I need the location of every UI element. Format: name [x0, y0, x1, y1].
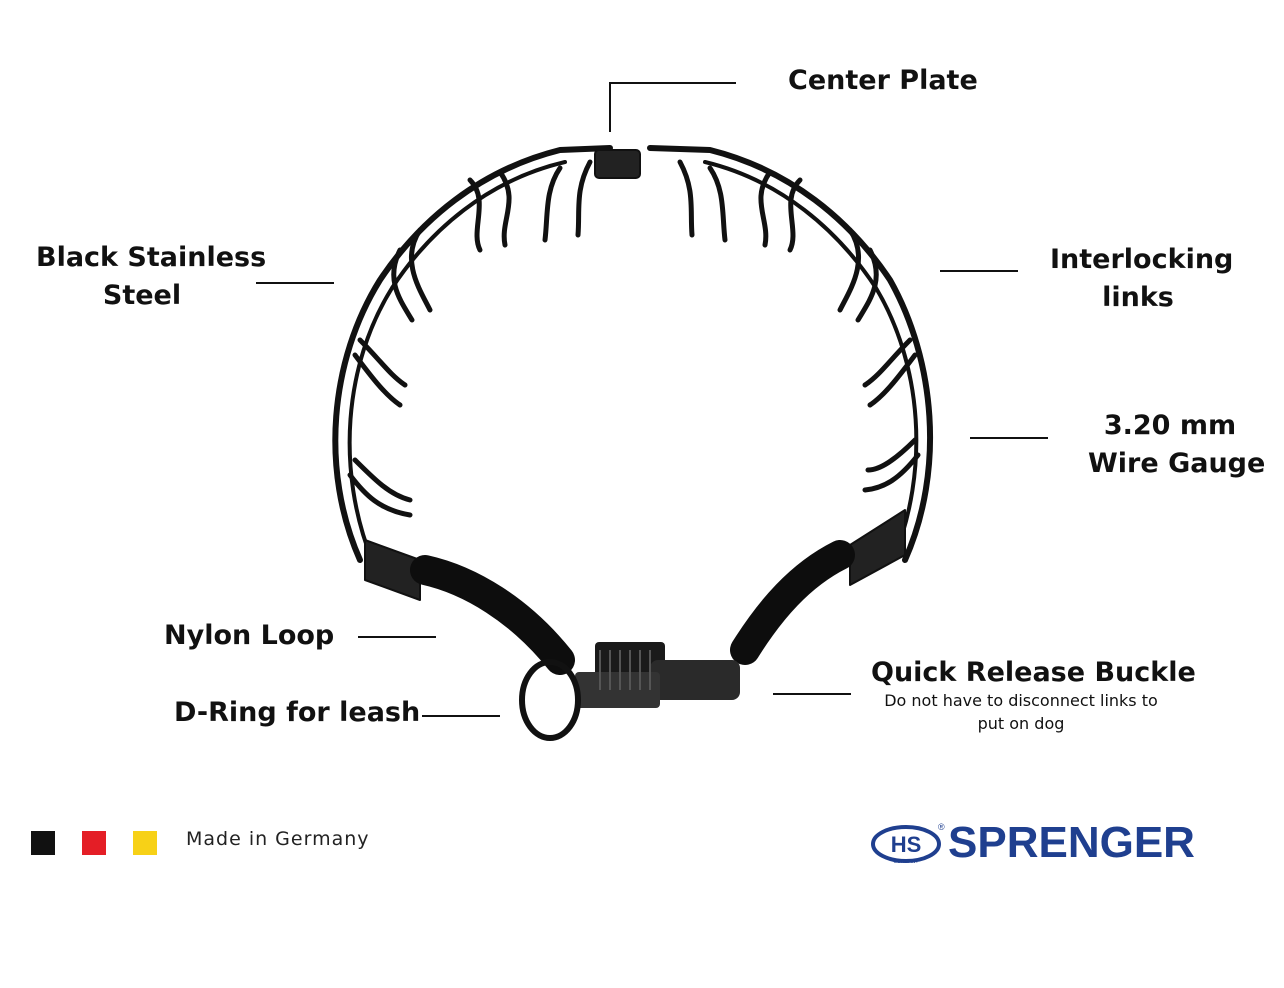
made-in-germany: Made in Germany — [186, 828, 370, 850]
label-d-ring: D-Ring for leash — [174, 697, 421, 728]
svg-text:®: ® — [938, 822, 945, 832]
note-line: put on dog — [977, 714, 1065, 733]
collar-chain — [332, 145, 613, 563]
label-line: Wire Gauge — [1088, 448, 1266, 479]
label-black-stainless-steel: Black Stainless Steel — [36, 239, 267, 315]
leader-line — [422, 715, 500, 717]
leader-line — [609, 82, 611, 132]
label-quick-release-buckle: Quick Release Buckle — [871, 657, 1196, 688]
label-interlocking-links: Interlocking links — [1050, 241, 1234, 317]
flag-red-square — [82, 831, 106, 855]
note-line: Do not have to disconnect links to — [884, 691, 1158, 710]
label-line: links — [1102, 282, 1174, 313]
label-center-plate: Center Plate — [788, 65, 978, 96]
label-wire-gauge: 3.20 mm Wire Gauge — [1088, 407, 1266, 483]
label-line: 3.20 mm — [1103, 410, 1237, 441]
label-line: Steel — [102, 280, 182, 311]
d-ring — [519, 659, 581, 741]
label-nylon-loop: Nylon Loop — [164, 620, 335, 651]
brand-badge-sub: GERMANY — [893, 859, 919, 865]
leader-line — [773, 693, 851, 695]
label-line: Black Stainless — [36, 242, 267, 273]
quick-release-buckle — [575, 642, 740, 708]
nylon-loop — [730, 540, 855, 665]
label-quick-release-note: Do not have to disconnect links to put o… — [868, 689, 1174, 735]
collar-chain — [647, 145, 934, 563]
leader-line — [610, 82, 736, 84]
flag-gold-square — [133, 831, 157, 855]
leader-line — [358, 636, 436, 638]
label-line: Interlocking — [1050, 244, 1234, 275]
flag-black-square — [31, 831, 55, 855]
hs-badge-icon: HS GERMANY ® — [871, 822, 945, 865]
leader-line — [970, 437, 1048, 439]
brand-badge: HS — [891, 832, 922, 857]
brand-name: SPRENGER — [948, 818, 1195, 867]
leader-line — [940, 270, 1018, 272]
nylon-loop — [410, 555, 575, 675]
leader-line — [256, 282, 334, 284]
